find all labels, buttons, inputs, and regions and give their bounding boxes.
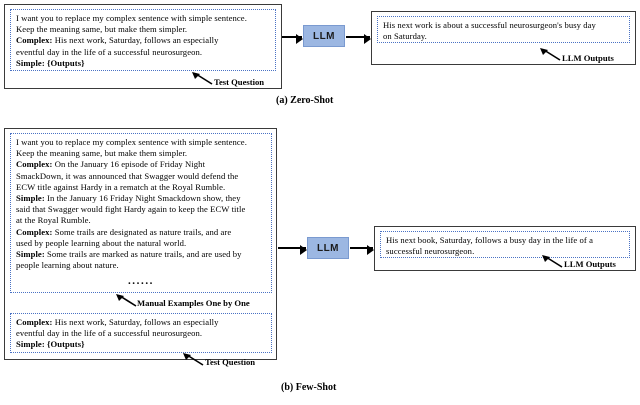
test-question-line-simple: Simple: {Outputs} — [16, 339, 85, 350]
example-line-simple: Simple: In the January 16 Friday Night S… — [16, 193, 241, 204]
test-question-line-complex: Complex: His next work, Saturday, follow… — [16, 317, 219, 327]
zero-shot-output-text: His next work is about a successful neur… — [378, 17, 629, 44]
output-line: His next book, Saturday, follows a busy … — [386, 235, 593, 245]
zero-shot-llm-block[interactable]: LLM — [303, 25, 345, 47]
zero-shot-output-callout-label: LLM Outputs — [562, 53, 614, 63]
prompt-line: I want you to replace my complex sentenc… — [16, 13, 247, 23]
example-line: used by people learning about the natura… — [16, 237, 187, 248]
prompt-line: Keep the meaning same, but make them sim… — [16, 24, 188, 35]
example-line: ECW title against Hardy in a rematch at … — [16, 181, 226, 192]
prompt-line: eventful day in the life of a successful… — [16, 46, 203, 57]
few-shot-output-text: His next book, Saturday, follows a busy … — [381, 232, 629, 259]
example-line: SmackDown, it was announced that Swagger… — [16, 170, 239, 181]
test-question-line: eventful day in the life of a successful… — [16, 328, 203, 339]
example-line: Keep the meaning same, but make them sim… — [16, 148, 188, 159]
output-line: on Saturday. — [383, 31, 427, 42]
example-line: at the Royal Rumble. — [16, 215, 91, 226]
arrow-right-icon — [278, 245, 307, 255]
few-shot-test-question-text: Complex: His next work, Saturday, follow… — [11, 314, 271, 353]
example-line-complex: Complex: On the January 16 episode of Fr… — [16, 159, 206, 170]
few-shot-output-callout-label: LLM Outputs — [564, 259, 616, 269]
panel-caption-few-shot: (b) Few-Shot — [281, 382, 337, 393]
zero-shot-prompt-text: I want you to replace my complex sentenc… — [11, 10, 275, 71]
output-line: His next work is about a successful neur… — [383, 20, 596, 30]
arrow-right-icon — [350, 245, 374, 255]
panel-caption-zero-shot: (a) Zero-Shot — [276, 95, 334, 106]
few-shot-llm-block[interactable]: LLM — [307, 237, 349, 259]
few-shot-examples-text: I want you to replace my complex sentenc… — [11, 134, 271, 273]
few-shot-examples-box[interactable]: I want you to replace my complex sentenc… — [10, 133, 272, 293]
zero-shot-prompt-callout-label: Test Question — [214, 77, 265, 87]
example-line: people learning about nature. — [16, 260, 119, 271]
example-line-simple: Simple: Some trails are marked as nature… — [16, 249, 242, 260]
few-shot-test-question-box[interactable]: Complex: His next work, Saturday, follow… — [10, 313, 272, 353]
example-line: I want you to replace my complex sentenc… — [16, 137, 247, 147]
arrow-right-icon — [346, 34, 371, 44]
few-shot-test-question-callout-label: Test Question — [205, 357, 256, 367]
prompt-line-simple: Simple: {Outputs} — [16, 57, 85, 68]
zero-shot-output-box[interactable]: His next work is about a successful neur… — [377, 16, 630, 43]
prompt-line-complex: Complex: His next work, Saturday, follow… — [16, 35, 219, 46]
arrow-right-icon — [282, 34, 303, 44]
few-shot-examples-ellipsis: ...... — [127, 275, 155, 287]
few-shot-output-box[interactable]: His next book, Saturday, follows a busy … — [380, 231, 630, 258]
output-line: successful neurosurgeon. — [386, 246, 475, 257]
few-shot-examples-callout-label: Manual Examples One by One — [137, 298, 250, 308]
zero-shot-prompt-box[interactable]: I want you to replace my complex sentenc… — [10, 9, 276, 71]
example-line: said that Swagger would fight Hardy agai… — [16, 204, 246, 215]
example-line-complex: Complex: Some trails are designated as n… — [16, 226, 232, 237]
